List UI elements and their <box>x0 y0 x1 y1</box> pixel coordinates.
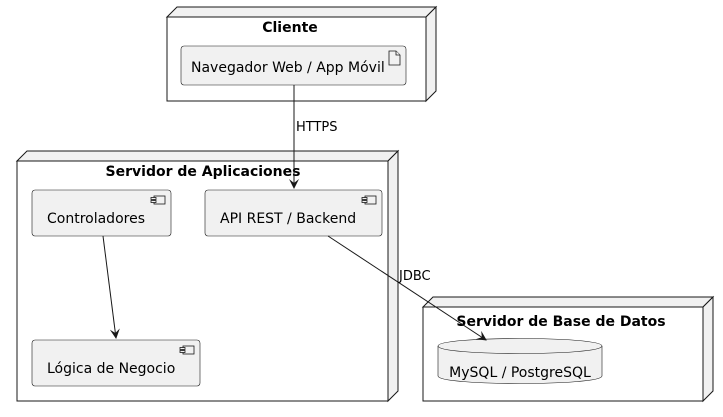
component-icon <box>179 345 195 355</box>
artifact-navegador-label: Navegador Web / App Móvil <box>191 60 385 76</box>
edge-jdbc-label: JDBC <box>398 269 431 284</box>
node-servidor-bd: Servidor de Base de Datos MySQL / Postgr… <box>421 295 715 403</box>
node-cliente: Cliente Navegador Web / App Móvil <box>165 5 438 103</box>
node-servidor-bd-title: Servidor de Base de Datos <box>456 314 665 330</box>
edge-jdbc-line <box>327 235 487 341</box>
artifact-navegador: Navegador Web / App Móvil <box>180 45 407 86</box>
node-cliente-side-face <box>425 5 437 103</box>
edge-https: HTTPS <box>289 85 338 189</box>
component-api-rest-label: API REST / Backend <box>220 211 356 227</box>
component-icon <box>150 195 166 205</box>
node-cliente-title: Cliente <box>262 20 318 36</box>
database-mysql-label: MySQL / PostgreSQL <box>449 365 591 381</box>
database-mysql: MySQL / PostgreSQL <box>437 338 603 384</box>
component-controladores-label: Controladores <box>47 211 145 227</box>
component-controladores: Controladores <box>31 189 172 237</box>
database-lid <box>437 345 603 354</box>
edge-jdbc: JDBC <box>327 235 487 341</box>
edge-controladores-logica <box>102 235 120 339</box>
node-cliente-top-face <box>165 6 438 18</box>
node-servidor-bd-side-face <box>702 295 714 403</box>
artifact-icon <box>388 50 401 66</box>
component-api-rest: API REST / Backend <box>204 189 383 237</box>
component-icon <box>361 195 377 205</box>
component-api-rest-box <box>204 189 383 237</box>
component-controladores-box <box>31 189 172 237</box>
component-logica-negocio: Lógica de Negocio <box>31 339 201 387</box>
node-servidor-aplicaciones-top-face <box>15 150 400 162</box>
edge-internal-line <box>102 235 120 339</box>
node-servidor-aplicaciones-title: Servidor de Aplicaciones <box>106 164 301 180</box>
node-servidor-bd-top-face <box>421 296 715 308</box>
edge-https-label: HTTPS <box>296 120 338 135</box>
component-logica-negocio-box <box>31 339 201 387</box>
component-logica-negocio-label: Lógica de Negocio <box>47 361 175 377</box>
node-servidor-aplicaciones: Servidor de Aplicaciones Controladores A… <box>15 149 400 403</box>
